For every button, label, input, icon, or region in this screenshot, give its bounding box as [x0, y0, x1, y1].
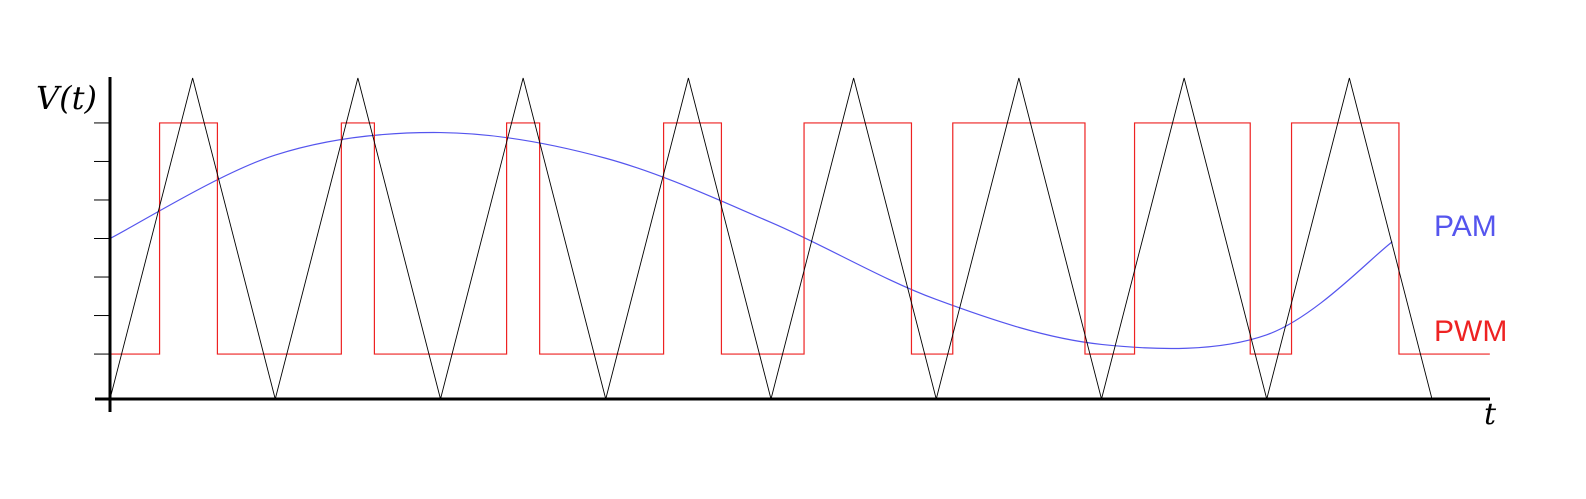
y-axis-label: V(t)	[36, 79, 97, 117]
legend-label-pam: PAM	[1434, 210, 1497, 243]
carrier-triangle-wave	[109, 77, 1433, 400]
pam-signal-line	[109, 131, 1393, 350]
y-tick-marks	[94, 122, 110, 355]
series-layer	[109, 77, 1490, 400]
x-axis-label: t	[1484, 397, 1497, 432]
legend-label-pwm: PWM	[1434, 315, 1507, 348]
pwm-signal-line	[110, 122, 1490, 355]
